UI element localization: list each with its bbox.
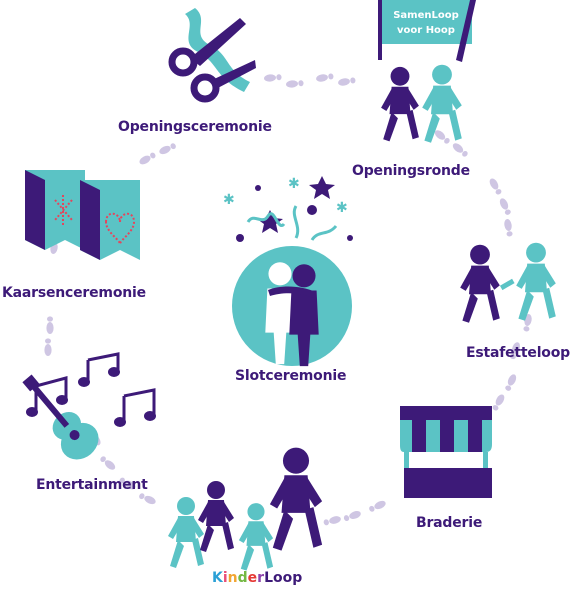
kinderloop-letter: i <box>222 570 228 586</box>
hugging-people-icon <box>232 246 352 367</box>
kinderloop-letter: d <box>237 570 248 586</box>
kinderloop-letter: p <box>292 570 303 586</box>
banner-line2: voor Hoop <box>397 25 455 36</box>
label-openingsceremonie: Openingsceremonie <box>118 119 272 135</box>
kinderloop-letter: o <box>273 570 283 586</box>
svg-text:✱: ✱ <box>223 192 235 208</box>
kinderloop-letter: n <box>227 570 238 586</box>
label-braderie: Braderie <box>416 515 483 531</box>
label-estafetteloop: Estafetteloop <box>466 345 570 361</box>
label-kinderloop: KinderLoop <box>212 570 302 586</box>
market-stall-icon <box>400 406 492 498</box>
label-entertainment: Entertainment <box>36 477 148 493</box>
banner-line1: SamenLoop <box>393 10 459 21</box>
kinderloop-letter: e <box>247 570 258 586</box>
relay-runners-icon <box>460 242 556 323</box>
candle-bags-icon <box>25 170 140 260</box>
svg-text:✱: ✱ <box>288 176 300 192</box>
label-slotceremonie: Slotceremonie <box>235 368 347 384</box>
music-guitar-icon <box>22 352 156 460</box>
svg-text:✱: ✱ <box>336 200 348 216</box>
kinderloop-letter: o <box>282 570 293 586</box>
scissors-ribbon-icon <box>168 8 256 103</box>
label-kaarsenceremonie: Kaarsenceremonie <box>2 285 146 301</box>
banner-walkers-icon: SamenLoop voor Hoop <box>378 0 476 143</box>
kinderloop-letter: L <box>264 570 273 586</box>
confetti-icon: ✱ ✱ ✱ <box>223 176 353 242</box>
kinderloop-letter: r <box>257 570 265 586</box>
kinderloop-letter: K <box>212 570 223 586</box>
label-openingsronde: Openingsronde <box>352 163 470 179</box>
family-walkers-icon <box>168 447 323 571</box>
